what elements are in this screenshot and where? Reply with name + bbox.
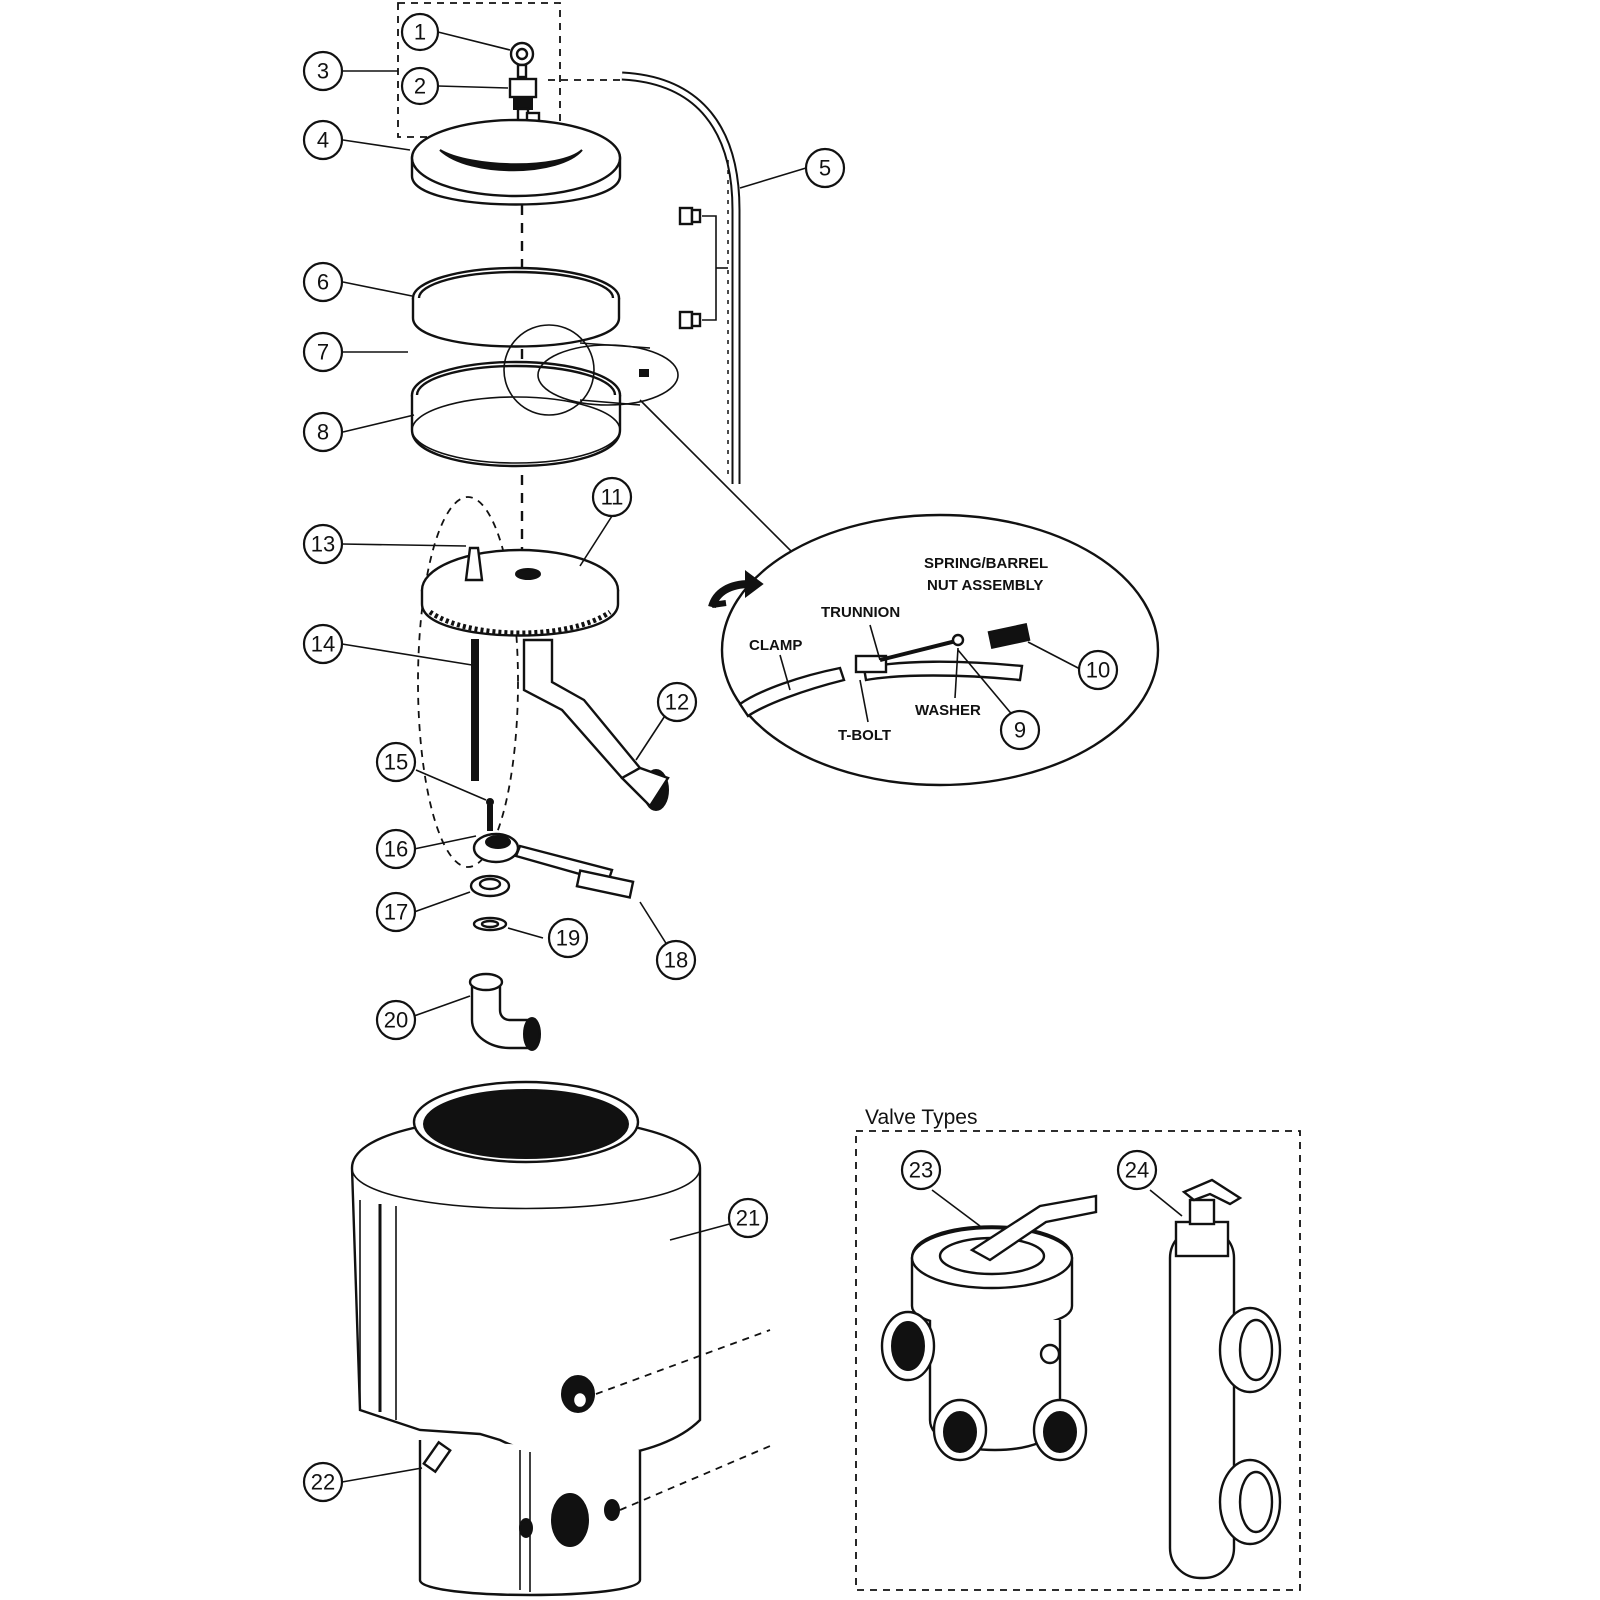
callout-8: 8 [302,411,344,453]
callout-17: 17 [375,891,417,933]
callout-5: 5 [804,147,846,189]
callout-1: 1 [400,12,440,52]
callout-7: 7 [302,331,344,373]
clamp-ring [410,324,679,468]
callout-number: 1 [414,20,426,45]
t-bolt-leader [859,679,869,723]
callout-10: 10 [1077,649,1119,691]
o-ring-small [472,916,508,932]
washer-leader [954,647,959,699]
bump-handle [464,546,484,582]
lid-o-ring [411,266,621,348]
callout-18: 18 [655,939,697,981]
trunnion-label: TRUNNION [821,604,900,621]
callout-number: 14 [311,632,335,657]
valve-types-title: Valve Types [865,1106,977,1129]
callout-number: 8 [317,420,329,445]
filter-lid [410,118,622,206]
detail-leader-line [639,399,816,576]
t-bolt-label: T-BOLT [838,727,891,744]
clamp-detail-view [720,513,1160,787]
callout-16: 16 [375,828,417,870]
callout-number: 13 [311,532,335,557]
top-manifold [420,548,620,637]
washer-label: WASHER [915,702,981,719]
elbow-fitting [468,972,541,1051]
callout-number: 9 [1014,718,1026,743]
callout-12: 12 [656,681,698,723]
screw [486,798,494,831]
trunnion-leader [869,624,881,661]
callout-9: 9 [999,709,1041,751]
callout-number: 6 [317,270,329,295]
callout-24: 24 [1116,1149,1158,1191]
callout-number: 17 [384,900,408,925]
tank-base [418,1440,642,1597]
nut [469,874,511,898]
callout-4: 4 [302,119,344,161]
callout-3: 3 [302,50,344,92]
callout-21: 21 [727,1197,769,1239]
valve-types-box [855,1130,1301,1591]
multiport-valve [880,1194,1098,1462]
support-rod [471,639,479,781]
clamp-leader [779,654,791,691]
callout-number: 4 [317,128,329,153]
callout-number: 20 [384,1008,408,1033]
tube-clips [678,206,728,330]
callout-number: 21 [736,1206,760,1231]
callout-20: 20 [375,999,417,1041]
callout-number: 23 [909,1158,933,1183]
callout-number: 7 [317,340,329,365]
spring-barrel-label-line2: NUT ASSEMBLY [927,577,1043,594]
callout-15: 15 [375,741,417,783]
callout-number: 18 [664,948,688,973]
callout-23: 23 [900,1149,942,1191]
callout-number: 12 [665,690,689,715]
upper-port-dashed-line [595,1329,771,1395]
curved-arrow-icon [708,570,764,609]
callout-22: 22 [302,1461,344,1503]
callout-number: 2 [414,74,426,99]
callout-number: 16 [384,837,408,862]
lateral-group-outline [417,496,519,868]
spring-barrel-label-line1: SPRING/BARREL [924,555,1048,572]
callout-6: 6 [302,261,344,303]
callout-number: 19 [556,926,580,951]
bump-assembly [472,832,635,899]
clamp-label: CLAMP [749,637,802,654]
callout-number: 22 [311,1470,335,1495]
lower-port-dashed-line [619,1445,771,1511]
callout-number: 24 [1125,1158,1149,1183]
callout-13: 13 [302,523,344,565]
callout-number: 15 [384,750,408,775]
callout-number: 11 [601,485,624,510]
outlet-pipe [522,638,670,811]
push-pull-valve [1168,1178,1282,1580]
drain-plug [422,1440,452,1474]
callout-number: 10 [1086,658,1110,683]
air-relief-tube [548,71,741,484]
callout-2: 2 [400,66,440,106]
pressure-gauge [509,41,535,79]
callout-11: 11 [591,476,633,518]
callout-number: 3 [317,59,329,84]
filter-tank [350,1080,702,1459]
callout-19: 19 [547,917,589,959]
callout-number: 5 [819,156,831,181]
callout-14: 14 [302,623,344,665]
